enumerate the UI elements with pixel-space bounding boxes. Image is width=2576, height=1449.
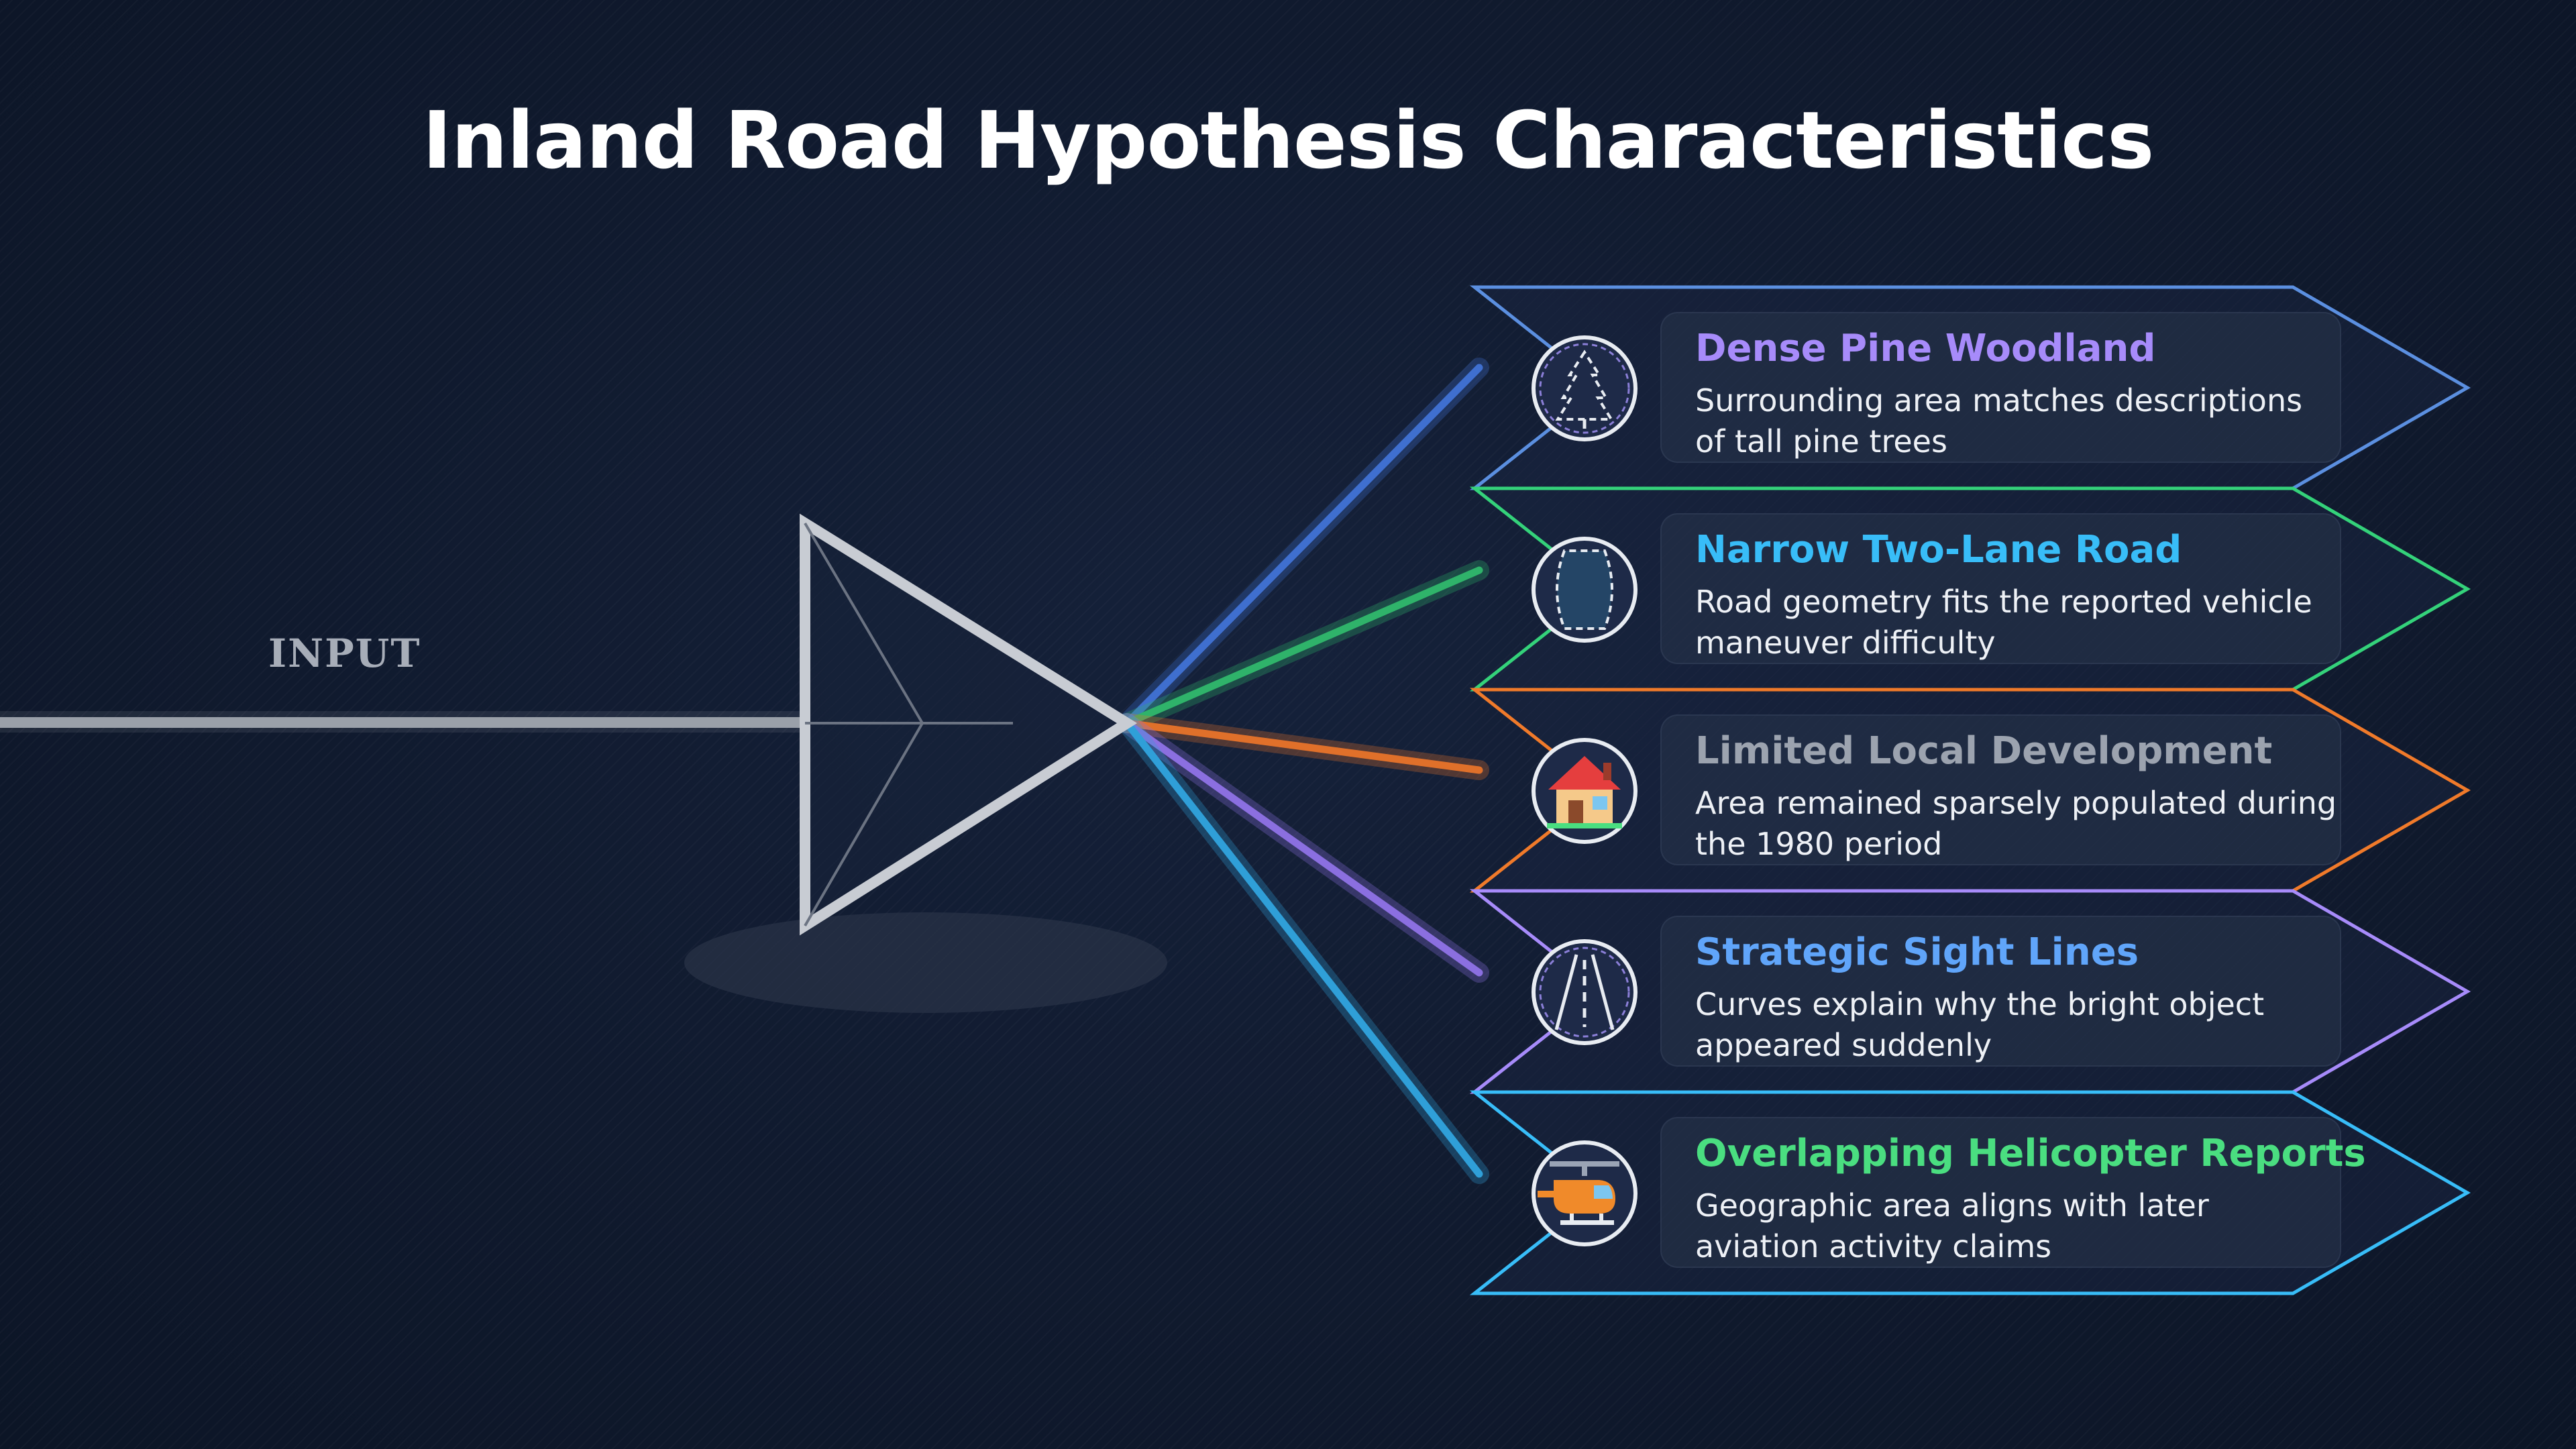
item-card-strategic-sight-lines: Strategic Sight Lines Curves explain why… (1660, 916, 2341, 1067)
item-title: Limited Local Development (1695, 729, 2273, 773)
output-rays (1117, 358, 1489, 1184)
ray-overlapping-helicopter-reports (1123, 719, 1483, 1178)
ray-dense-pine-woodland (1123, 364, 1483, 727)
input-label: INPUT (268, 631, 421, 676)
prism (800, 513, 1138, 936)
item-title: Overlapping Helicopter Reports (1695, 1132, 2366, 1175)
house-icon (1532, 738, 1638, 844)
item-description: Geographic area aligns with later aviati… (1695, 1187, 2209, 1265)
item-card-overlapping-helicopter-reports: Overlapping Helicopter Reports Geographi… (1660, 1117, 2366, 1268)
prism-shadow (684, 912, 1167, 1013)
item-title: Dense Pine Woodland (1695, 327, 2156, 370)
item-card-narrow-two-lane-road: Narrow Two-Lane Road Road geometry fits … (1660, 513, 2341, 664)
item-description: Curves explain why the bright object app… (1695, 986, 2265, 1063)
prism-inner-edge-bottom (804, 722, 924, 927)
ray-narrow-two-lane-road (1123, 566, 1483, 727)
helicopter-icon (1532, 1140, 1638, 1246)
pine-tree-icon (1532, 335, 1638, 441)
ray-strategic-sight-lines (1123, 719, 1483, 977)
item-title: Strategic Sight Lines (1695, 930, 2139, 974)
ray-limited-local-development (1123, 719, 1483, 774)
item-description: Surrounding area matches descriptions of… (1695, 382, 2303, 460)
item-description: Road geometry fits the reported vehicle … (1695, 584, 2312, 661)
road-outline-icon (1532, 537, 1638, 643)
prism-inner-edge-top (804, 522, 924, 724)
item-card-dense-pine-woodland: Dense Pine Woodland Surrounding area mat… (1660, 312, 2341, 463)
item-description: Area remained sparsely populated during … (1695, 785, 2337, 862)
item-title: Narrow Two-Lane Road (1695, 528, 2182, 572)
road-lanes-icon (1532, 939, 1638, 1045)
page-title: Inland Road Hypothesis Characteristics (422, 94, 2155, 186)
item-card-limited-local-development: Limited Local Development Area remained … (1660, 714, 2341, 865)
